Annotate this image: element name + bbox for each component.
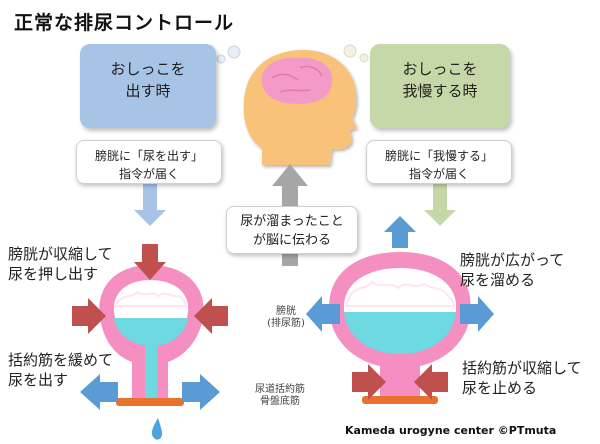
squeeze-arrow-right [414,364,448,400]
right-down-arrow [424,183,456,226]
thought-dot [343,44,357,58]
left-command-card: 膀胱に「尿を出す」 指令が届く [76,140,222,184]
sphincter-contracts-label: 括約筋が収縮して 尿を止める [462,359,582,397]
squeeze-arrow-left [352,364,386,400]
left-thought-bubble: おしっこを 出す時 [80,44,216,128]
left-bladder [99,265,204,404]
sphincter-relaxes-label: 括約筋を緩めて 尿を出す [8,351,114,389]
thought-dot [359,53,369,63]
relax-arrow-right [182,374,220,410]
right-bladder [329,252,471,400]
push-arrow-right [194,298,228,334]
page-title: 正常な排尿コントロール [14,12,235,34]
thought-dot [216,54,226,64]
thought-dot [227,45,241,59]
right-command-card: 膀胱に「我慢する」 指令が届く [366,140,512,184]
bladder-contracts-label: 膀胱が収縮して 尿を押し出す [8,245,113,283]
expand-arrow-top [384,216,416,248]
credit-text: Kameda urogyne center ©PTmuta [345,424,557,437]
brain-folds [271,65,323,93]
relax-arrow-left [80,374,118,410]
bladder-expands-label: 膀胱が広がって 尿を溜める [460,251,565,289]
expand-arrow-right [460,296,494,332]
right-pelvic-muscle [362,396,438,404]
bladder-muscle-label: 膀胱 (排尿筋) [267,306,305,329]
push-arrow-top [134,244,166,280]
right-thought-bubble: おしっこを 我慢する時 [370,44,510,128]
urine-drop [151,418,162,440]
left-pelvic-muscle [116,398,184,406]
brain-icon [262,57,333,104]
signal-card: 尿が溜まったこと が脳に伝わる [226,206,358,254]
left-down-arrow [134,183,166,226]
push-arrow-left [72,298,106,334]
pelvic-muscle-label: 尿道括約筋 骨盤底筋 [255,384,305,407]
expand-arrow-left [306,296,340,332]
